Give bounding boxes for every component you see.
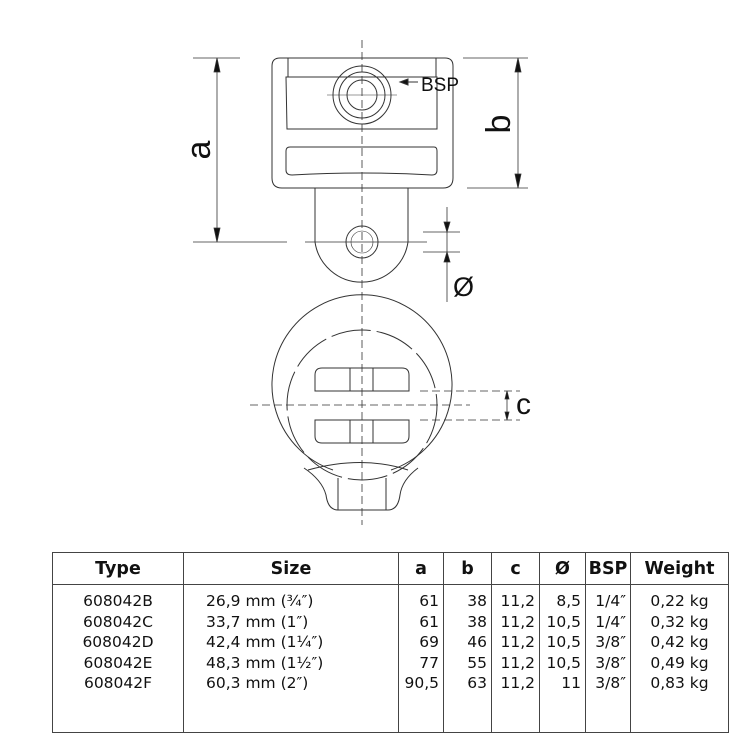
cell-a: 61: [398, 584, 444, 612]
cell-type: 608042E: [83, 653, 153, 672]
cell-b: 46: [443, 632, 492, 653]
cell-bsp: 3/8″: [585, 673, 631, 694]
label-diameter: Ø: [453, 272, 474, 302]
cell-b: 38: [443, 611, 492, 632]
cell-diameter: 11: [539, 673, 586, 694]
cell-diameter: [539, 693, 586, 732]
dimensions-table: Type Size a b c Ø BSP Weight 608042B 26,9…: [52, 552, 729, 733]
cell-size: 42,4 mm (1¼″): [183, 632, 399, 653]
cell-c: 11,2: [491, 611, 540, 632]
cell-c: 11,2: [491, 673, 540, 694]
cell-type: [53, 694, 184, 733]
dimension-b: [463, 57, 528, 189]
cell-weight: 0,49 kg: [630, 652, 729, 673]
cell-b: 55: [443, 652, 492, 673]
cell-a: 90,5: [398, 673, 444, 694]
cell-weight: 0,32 kg: [630, 611, 729, 632]
cell-c: 11,2: [491, 632, 540, 653]
header-b: b: [443, 552, 492, 585]
cell-diameter: 10,5: [539, 652, 586, 673]
label-a: a: [180, 140, 218, 159]
header-diameter: Ø: [539, 552, 586, 585]
cell-type: 608042C: [83, 612, 153, 631]
header-c: c: [491, 552, 540, 585]
label-b: b: [480, 115, 518, 134]
dimension-a: [193, 57, 427, 243]
dimension-c: [420, 390, 520, 421]
label-bsp: BSP: [421, 75, 459, 96]
cell-weight: 0,83 kg: [630, 673, 729, 694]
cell-type: 608042B: [83, 592, 153, 611]
cell-bsp: 1/4″: [585, 584, 631, 612]
cell-a: 77: [398, 652, 444, 673]
cell-diameter: 8,5: [539, 584, 586, 612]
cell-bsp: 3/8″: [585, 652, 631, 673]
cell-diameter: 10,5: [539, 611, 586, 632]
cell-bsp: 1/4″: [585, 611, 631, 632]
cell-type: 608042F: [83, 674, 153, 693]
cell-weight: [630, 693, 729, 732]
cell-a: 69: [398, 632, 444, 653]
cell-size: 60,3 mm (2″): [183, 673, 399, 694]
cell-bsp: [585, 693, 631, 732]
header-weight: Weight: [630, 552, 729, 585]
cell-c: 11,2: [491, 652, 540, 673]
cell-c: 11,2: [491, 584, 540, 612]
cell-size: 48,3 mm (1½″): [183, 652, 399, 673]
header-bsp: BSP: [585, 552, 631, 585]
cell-type: 608042D: [82, 633, 154, 652]
technical-drawing: a b BSP Ø c: [180, 40, 531, 525]
header-a: a: [398, 552, 444, 585]
table-filler-row: [53, 693, 729, 733]
cell-b: [443, 693, 492, 732]
label-c: c: [516, 388, 531, 421]
cell-size: 26,9 mm (¾″): [183, 584, 399, 612]
front-view: [250, 294, 470, 511]
cell-b: 63: [443, 673, 492, 694]
cell-b: 38: [443, 584, 492, 612]
cell-weight: 0,22 kg: [630, 584, 729, 612]
cell-a: [398, 693, 444, 732]
cell-bsp: 3/8″: [585, 632, 631, 653]
cell-size: 33,7 mm (1″): [183, 611, 399, 632]
cell-a: 61: [398, 611, 444, 632]
header-size: Size: [183, 552, 399, 585]
table-header-row: Type Size a b c Ø BSP Weight: [52, 552, 729, 585]
cell-c: [491, 693, 540, 732]
cell-weight: 0,42 kg: [630, 632, 729, 653]
cell-size: [183, 693, 399, 732]
header-type: Type: [52, 552, 184, 585]
side-view: [271, 40, 454, 525]
cell-diameter: 10,5: [539, 632, 586, 653]
dimension-diameter: [423, 207, 460, 302]
